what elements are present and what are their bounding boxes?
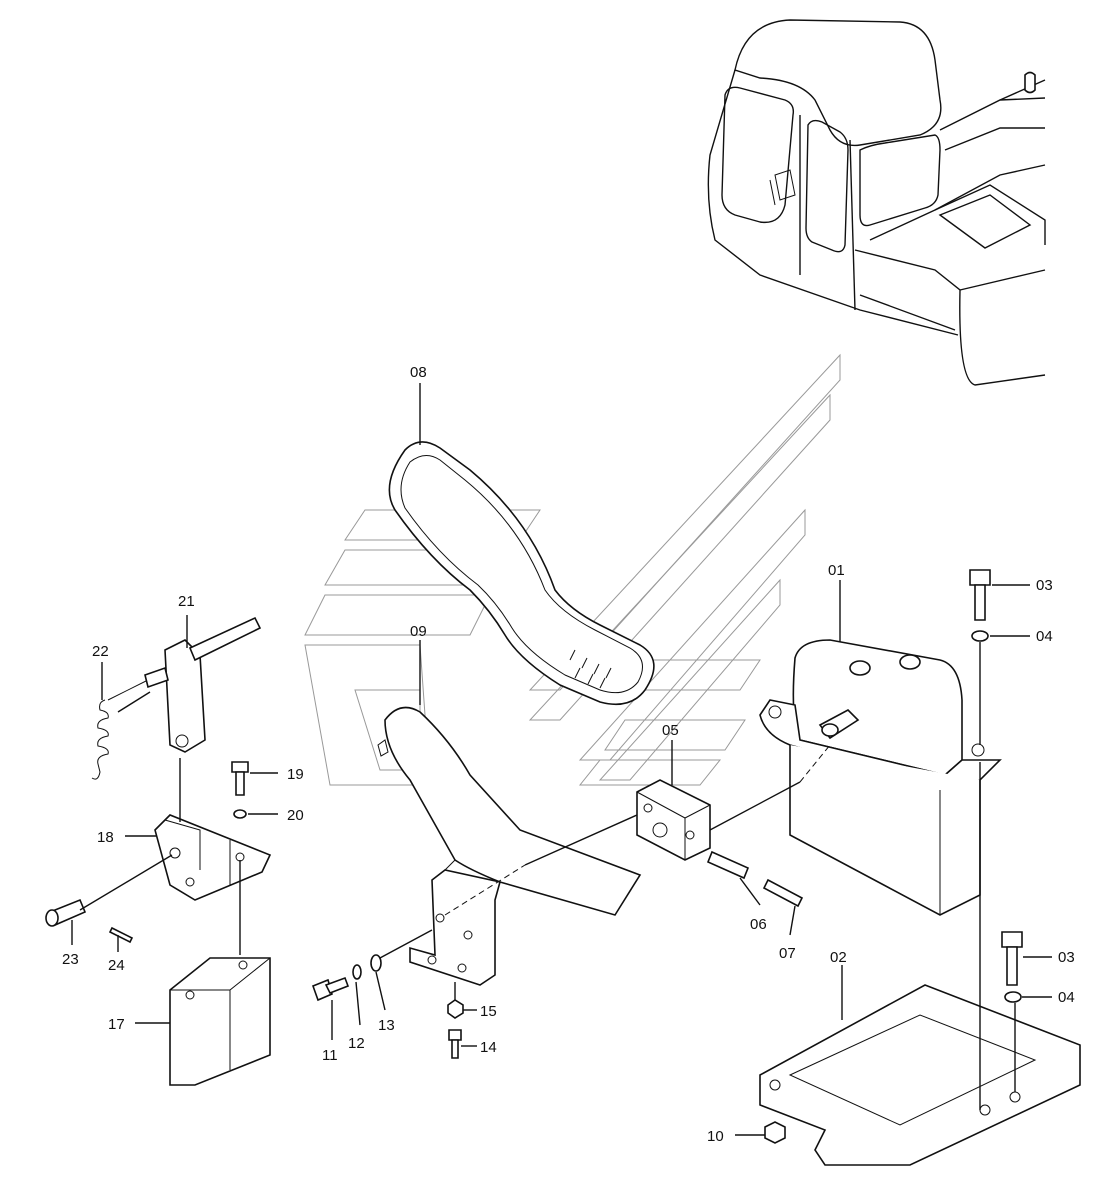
callout-05: 05 — [662, 722, 679, 739]
part-01-actuator — [759, 639, 1002, 916]
callout-18: 18 — [97, 829, 114, 846]
assembly-centerlines — [79, 642, 1016, 1110]
callout-19: 19 — [287, 766, 304, 783]
callout-20: 20 — [287, 807, 304, 824]
callout-07: 07 — [779, 945, 796, 962]
part-08-pedal-top — [388, 441, 655, 706]
part-22-spring — [91, 666, 169, 780]
callout-15: 15 — [480, 1003, 497, 1020]
part-10-nut — [764, 1121, 786, 1144]
part-03-bolt-lower — [1001, 931, 1023, 986]
callout-12: 12 — [348, 1035, 365, 1052]
callout-06: 06 — [750, 916, 767, 933]
part-15-nut — [447, 999, 464, 1019]
callout-11: 11 — [322, 1047, 338, 1064]
callout-17: 17 — [108, 1016, 125, 1033]
callout-04-lower: 04 — [1058, 989, 1075, 1006]
part-09-pedal-bracket — [377, 706, 642, 986]
part-11-bolt — [311, 976, 350, 1002]
part-21-lever — [164, 616, 262, 753]
part-14-bolt — [448, 1029, 462, 1059]
part-24-cotter — [108, 926, 134, 944]
part-02-plate — [759, 984, 1081, 1166]
part-20-washer — [233, 809, 247, 819]
part-18-bracket — [154, 814, 272, 901]
callout-24: 24 — [108, 957, 125, 974]
part-04-washer-upper — [971, 630, 989, 642]
callout-22: 22 — [92, 643, 109, 660]
callout-23: 23 — [62, 951, 79, 968]
part-13-washer — [370, 954, 382, 972]
part-05-block — [636, 779, 711, 861]
part-04-washer-lower — [1004, 991, 1022, 1003]
part-23-pin — [45, 898, 87, 927]
part-03-bolt-upper — [969, 569, 991, 621]
callout-10: 10 — [707, 1128, 724, 1145]
excavator-cab-illustration — [707, 19, 1046, 386]
callout-03-upper: 03 — [1036, 577, 1053, 594]
part-12-washer — [352, 964, 362, 980]
callout-21: 21 — [178, 593, 195, 610]
leader-lines — [71, 383, 1052, 1136]
callout-02: 02 — [830, 949, 847, 966]
callout-03-lower: 03 — [1058, 949, 1075, 966]
parts-06-07-pins — [706, 850, 804, 908]
callout-labels: 01 02 03 04 03 04 05 06 07 08 09 10 11 1… — [62, 364, 1075, 1145]
part-19-bolt — [231, 761, 249, 796]
callout-04-upper: 04 — [1036, 628, 1053, 645]
callout-01: 01 — [828, 562, 845, 579]
callout-14: 14 — [480, 1039, 497, 1056]
callout-08: 08 — [410, 364, 427, 381]
part-17-block — [169, 957, 271, 1086]
callout-09: 09 — [410, 623, 427, 640]
callout-13: 13 — [378, 1017, 395, 1034]
